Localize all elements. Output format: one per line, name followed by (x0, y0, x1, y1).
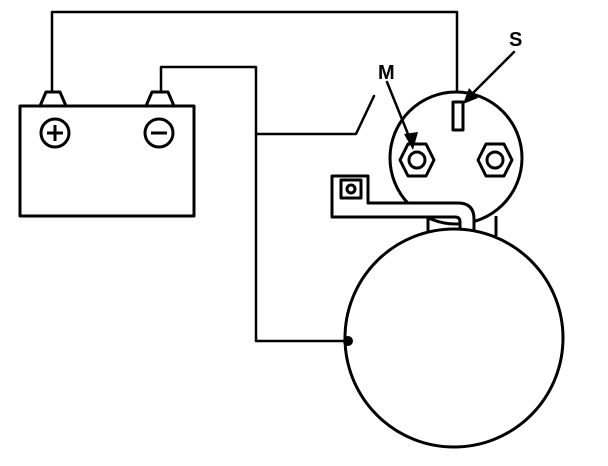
solenoid (330, 90, 524, 242)
battery-case (18, 104, 196, 218)
wire-negative-to-starter-ground (159, 65, 350, 343)
s-terminal-label: S (509, 29, 522, 51)
s-terminal (451, 100, 465, 132)
wire-positive-to-s-terminal (50, 10, 459, 106)
ground-connection-dot (343, 336, 353, 346)
battery (18, 90, 196, 218)
wire-branch-to-m-terminal (254, 94, 376, 136)
m-terminal-nut-icon (398, 142, 436, 178)
solenoid-body (388, 90, 524, 226)
m-terminal-label: M (378, 62, 395, 84)
battery-positive-post (38, 90, 68, 108)
battery-terminal-nut-icon (476, 142, 514, 178)
battery-negative-post (144, 90, 176, 108)
starter-motor (343, 227, 565, 449)
strap-stud-hole (345, 183, 357, 195)
minus-icon (143, 117, 175, 149)
s-callout-arrow (463, 50, 516, 104)
strap-stud (339, 178, 363, 200)
plus-icon (39, 117, 71, 149)
m-callout-arrow (385, 80, 418, 150)
